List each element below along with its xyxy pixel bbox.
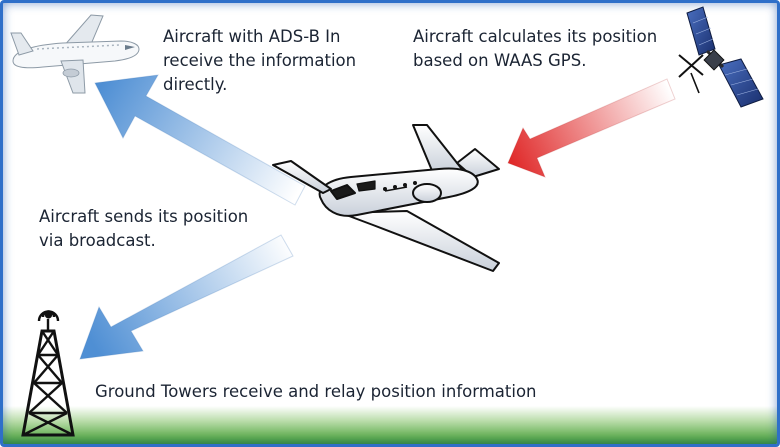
diagram-scene xyxy=(10,6,764,437)
caption-waas: Aircraft calculates its position based o… xyxy=(413,25,657,73)
caption-waas-line-2: based on WAAS GPS. xyxy=(413,51,587,70)
caption-broadcast-line-2: via broadcast. xyxy=(39,231,156,250)
airliner-icon xyxy=(10,14,140,94)
arrow-to-ground-tower xyxy=(79,234,294,360)
ground-strip xyxy=(3,406,777,444)
caption-broadcast-line-1: Aircraft sends its position xyxy=(39,207,249,226)
arrow-from-satellite xyxy=(507,78,676,178)
caption-adsb-in: Aircraft with ADS-B In receive the infor… xyxy=(163,25,356,97)
caption-broadcast: Aircraft sends its position via broadcas… xyxy=(39,205,248,253)
business-jet-icon xyxy=(272,124,500,272)
radio-tower-icon xyxy=(21,310,75,437)
caption-waas-line-1: Aircraft calculates its position xyxy=(413,27,658,46)
caption-ground-towers: Ground Towers receive and relay position… xyxy=(95,382,537,401)
caption-adsb-in-line-1: Aircraft with ADS-B In xyxy=(163,27,341,46)
caption-adsb-in-line-2: receive the information xyxy=(163,51,357,70)
satellite-icon xyxy=(678,6,764,108)
arrow-to-adsb-aircraft xyxy=(94,74,306,206)
caption-adsb-in-line-3: directly. xyxy=(163,75,228,94)
